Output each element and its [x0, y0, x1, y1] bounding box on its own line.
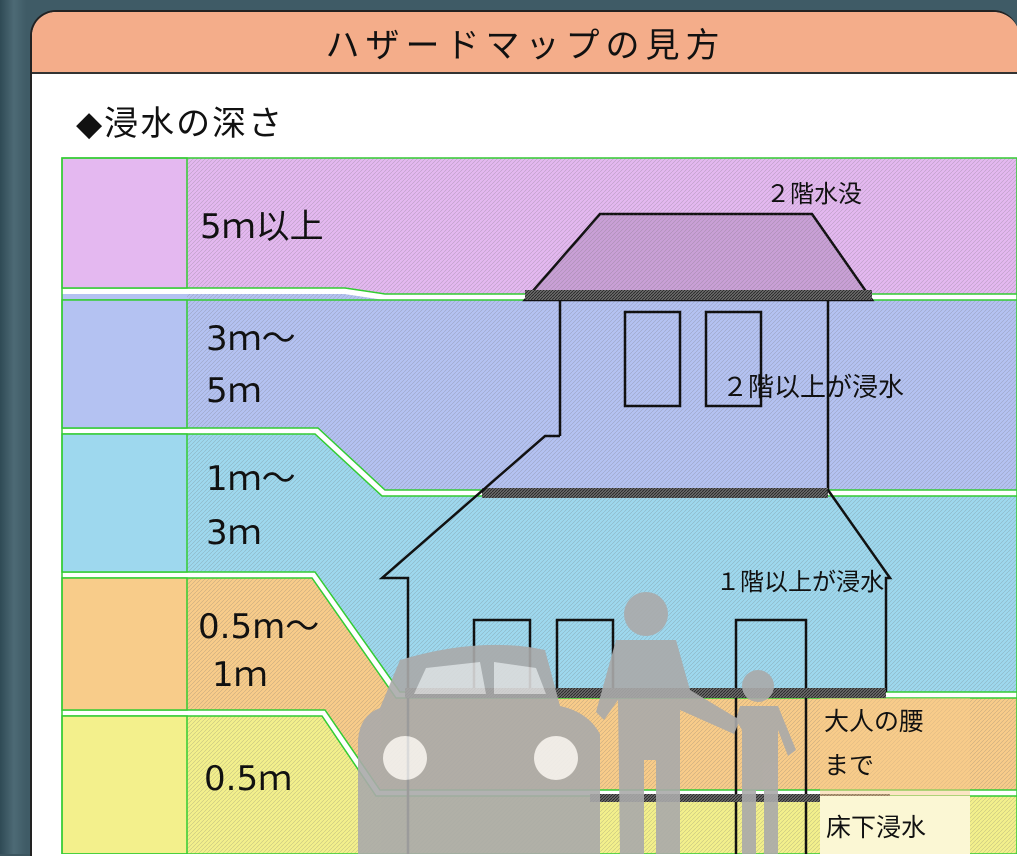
child-figure-icon [736, 670, 796, 854]
page-title: ハザードマップの見方 [325, 25, 726, 66]
swatch-1-3m [61, 433, 188, 573]
annotation-labels: ２階水没 ２階以上が浸水 １階以上が浸水 大人の腰 まで 床下浸水 [716, 180, 926, 842]
adult-figure-icon [596, 592, 740, 854]
swatch-05-1m [61, 577, 188, 711]
diagram-border [61, 157, 1017, 854]
window-2f-right [704, 310, 763, 408]
annotation-adult-waist-2: まで [824, 751, 874, 780]
header-bar: ハザードマップの見方 [32, 12, 1017, 74]
legend-label-5m-plus: 5ｍ以上 [200, 207, 324, 247]
swatch-under-05m [61, 715, 188, 854]
legend-label-05-1m-b: 1ｍ [212, 655, 268, 695]
swatch-3-5m [61, 299, 188, 429]
annotation-above-first-floor: １階以上が浸水 [716, 568, 884, 596]
section-subtitle: ◆浸水の深さ [76, 104, 285, 144]
legend-swatches [61, 157, 188, 854]
front-door [734, 618, 808, 854]
house-illustration [378, 212, 893, 854]
annotation-second-floor-submerged: ２階水没 [766, 180, 862, 208]
annotation-below-floor: 床下浸水 [826, 813, 926, 842]
legend-label-under-05m: 0.5ｍ [204, 759, 292, 799]
annotation-above-second-floor: ２階以上が浸水 [722, 373, 904, 403]
legend-label-3-5m-b: 5ｍ [206, 371, 262, 411]
legend-label-05-1m-a: 0.5m～ [198, 607, 319, 647]
below-floor-backdrop [820, 796, 970, 854]
legend-label-1-3m-b: 3ｍ [206, 513, 262, 553]
legend-label-1-3m-a: 1ｍ～ [206, 459, 296, 499]
legend-labels: 5ｍ以上 3ｍ～ 5ｍ 1ｍ～ 3ｍ 0.5m～ 1ｍ 0.5ｍ [198, 207, 324, 799]
car-icon [358, 644, 600, 854]
swatch-5m-plus [61, 157, 188, 289]
legend-label-3-5m-a: 3ｍ～ [206, 319, 296, 359]
annotation-adult-waist-1: 大人の腰 [824, 707, 924, 736]
window-2f-left [623, 310, 682, 408]
